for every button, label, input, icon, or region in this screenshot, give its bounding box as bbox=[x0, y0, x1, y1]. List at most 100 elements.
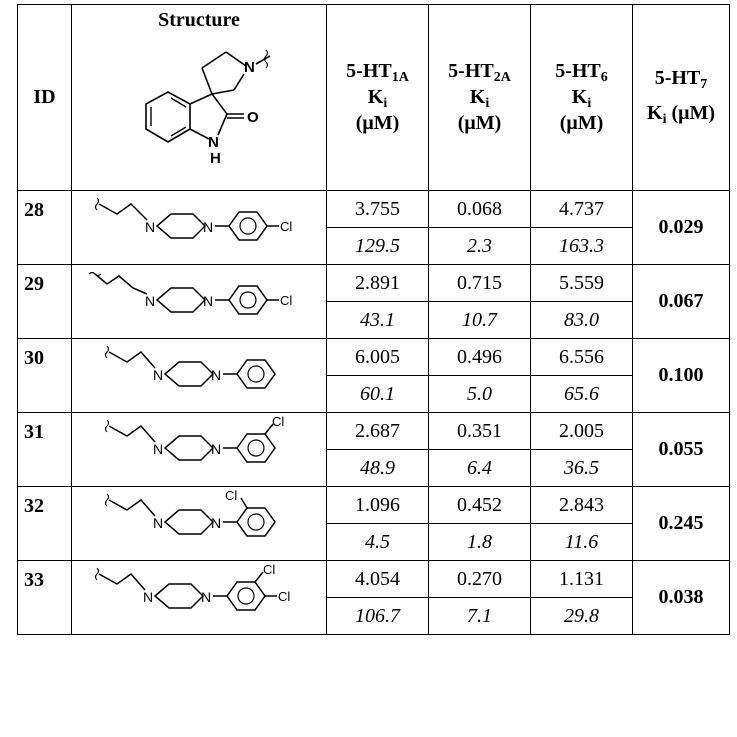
ki-5ht1a: 4.054 bbox=[326, 560, 429, 598]
header-row: ID Structure O N H bbox=[17, 4, 730, 191]
atom-n-label: N bbox=[153, 441, 163, 457]
selectivity-5ht2a: 2.3 bbox=[428, 227, 531, 265]
atom-n-label: N bbox=[201, 589, 211, 605]
ki-5ht2a: 0.715 bbox=[428, 264, 531, 302]
ki-5ht7: 0.055 bbox=[632, 412, 730, 487]
table-row: 33 N N Cl Cl 4.054 0.270 1.131 0.038 bbox=[17, 560, 730, 635]
selectivity-5ht1a: 60.1 bbox=[326, 375, 429, 413]
compound-33-structure: N N Cl Cl bbox=[94, 562, 290, 611]
compound-structure: N N Cl bbox=[71, 412, 327, 487]
nh-n-label: N bbox=[208, 134, 219, 151]
ki-5ht2a: 0.270 bbox=[428, 560, 531, 598]
header-5ht1a: 5-HT1A Ki (μM) bbox=[326, 4, 429, 191]
header-5ht7: 5-HT7 Ki (μM) bbox=[632, 4, 730, 191]
selectivity-5ht2a: 7.1 bbox=[428, 597, 531, 635]
selectivity-5ht1a: 48.9 bbox=[326, 449, 429, 487]
selectivity-5ht2a: 1.8 bbox=[428, 523, 531, 561]
compound-id: 31 bbox=[17, 412, 72, 487]
compound-id: 29 bbox=[17, 264, 72, 339]
selectivity-row: 129.5 2.3 163.3 bbox=[18, 227, 730, 265]
ki-5ht7: 0.038 bbox=[632, 560, 730, 635]
selectivity-5ht1a: 129.5 bbox=[326, 227, 429, 265]
selectivity-5ht2a: 10.7 bbox=[428, 301, 531, 339]
ki-5ht1a: 2.687 bbox=[326, 412, 429, 450]
binding-affinity-table: ID Structure O N H bbox=[17, 4, 730, 635]
compound-id: 32 bbox=[17, 486, 72, 561]
compound-30-structure: N N bbox=[104, 345, 276, 389]
compound-structure: N N bbox=[71, 338, 327, 413]
compound-31-structure: N N Cl bbox=[104, 414, 284, 463]
header-5ht6: 5-HT6 Ki (μM) bbox=[530, 4, 633, 191]
table-row: 29 N N Cl 2.891 0.715 5.559 0.067 bbox=[17, 264, 730, 339]
attachment-wavy-icon bbox=[94, 567, 100, 580]
ki-5ht1a: 6.005 bbox=[326, 338, 429, 376]
header-structure-label: Structure bbox=[158, 9, 240, 31]
ki-5ht1a: 3.755 bbox=[326, 190, 429, 228]
selectivity-row: 43.1 10.7 83.0 bbox=[18, 301, 730, 339]
nh-h-label: H bbox=[210, 150, 221, 167]
selectivity-5ht6: 163.3 bbox=[530, 227, 633, 265]
selectivity-5ht2a: 5.0 bbox=[428, 375, 531, 413]
table-row: 31 N N Cl 2.687 0.351 2.005 0.055 bbox=[17, 412, 730, 487]
atom-cl-label: Cl bbox=[263, 564, 275, 577]
compound-structure: N N Cl bbox=[71, 190, 327, 265]
compound-id: 28 bbox=[17, 190, 72, 265]
pyrrolidine-n-label: N bbox=[244, 59, 255, 76]
atom-cl-label: Cl bbox=[272, 416, 284, 429]
compound-id: 30 bbox=[17, 338, 72, 413]
compound-id: 33 bbox=[17, 560, 72, 635]
table-row: 30 N N 6.005 0.496 6.556 0.100 bbox=[17, 338, 730, 413]
selectivity-5ht1a: 43.1 bbox=[326, 301, 429, 339]
attachment-wavy-icon bbox=[94, 197, 100, 210]
selectivity-5ht6: 83.0 bbox=[530, 301, 633, 339]
attachment-wavy-icon bbox=[104, 345, 110, 358]
table-row: 32 N N Cl 1.096 0.452 2.843 0.245 bbox=[17, 486, 730, 561]
atom-n-label: N bbox=[203, 219, 213, 235]
header-5ht2a: 5-HT2A Ki (μM) bbox=[428, 4, 531, 191]
selectivity-row: 4.5 1.8 11.6 bbox=[18, 523, 730, 561]
attachment-wavy-icon bbox=[104, 493, 110, 506]
header-id: ID bbox=[17, 4, 72, 191]
atom-n-label: N bbox=[203, 293, 213, 309]
ki-5ht6: 5.559 bbox=[530, 264, 633, 302]
atom-n-label: N bbox=[211, 515, 221, 531]
ki-5ht7: 0.067 bbox=[632, 264, 730, 339]
compound-structure: N N Cl Cl bbox=[71, 560, 327, 635]
compound-29-structure: N N Cl bbox=[88, 271, 292, 315]
atom-cl-label: Cl bbox=[280, 219, 292, 234]
selectivity-5ht1a: 106.7 bbox=[326, 597, 429, 635]
atom-n-label: N bbox=[143, 589, 153, 605]
selectivity-row: 48.9 6.4 36.5 bbox=[18, 449, 730, 487]
atom-n-label: N bbox=[153, 515, 163, 531]
ki-5ht2a: 0.068 bbox=[428, 190, 531, 228]
compound-28-structure: N N Cl bbox=[94, 197, 292, 241]
atom-n-label: N bbox=[211, 441, 221, 457]
ki-5ht2a: 0.496 bbox=[428, 338, 531, 376]
selectivity-5ht6: 65.6 bbox=[530, 375, 633, 413]
ki-5ht1a: 1.096 bbox=[326, 486, 429, 524]
atom-n-label: N bbox=[211, 367, 221, 383]
ki-5ht7: 0.100 bbox=[632, 338, 730, 413]
ki-5ht6: 6.556 bbox=[530, 338, 633, 376]
atom-cl-label: Cl bbox=[225, 490, 237, 503]
atom-cl-label: Cl bbox=[278, 589, 290, 604]
atom-n-label: N bbox=[145, 219, 155, 235]
atom-cl-label: Cl bbox=[280, 293, 292, 308]
attachment-wavy-icon bbox=[263, 49, 269, 69]
spirooxindole-core-structure: O N H N bbox=[145, 49, 271, 167]
ki-5ht6: 2.005 bbox=[530, 412, 633, 450]
attachment-wavy-icon bbox=[104, 419, 110, 432]
atom-n-label: N bbox=[145, 293, 155, 309]
ki-5ht7: 0.029 bbox=[632, 190, 730, 265]
header-structure: Structure O N H bbox=[71, 4, 327, 191]
compound-structure: N N Cl bbox=[71, 264, 327, 339]
ki-5ht6: 2.843 bbox=[530, 486, 633, 524]
ki-5ht2a: 0.351 bbox=[428, 412, 531, 450]
selectivity-row: 106.7 7.1 29.8 bbox=[18, 597, 730, 635]
carbonyl-o-label: O bbox=[247, 109, 259, 126]
ki-5ht1a: 2.891 bbox=[326, 264, 429, 302]
ki-5ht2a: 0.452 bbox=[428, 486, 531, 524]
selectivity-5ht2a: 6.4 bbox=[428, 449, 531, 487]
atom-n-label: N bbox=[153, 367, 163, 383]
